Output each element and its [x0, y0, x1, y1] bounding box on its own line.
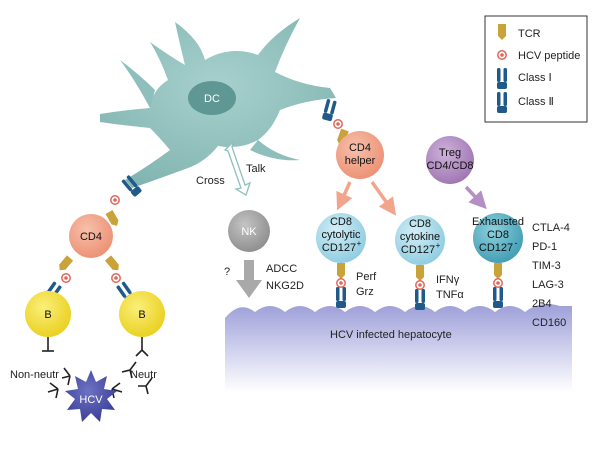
antibodies [42, 337, 153, 399]
dc-nucleus [188, 81, 236, 115]
exhaustion-markers: CTLA-4 PD-1 TIM-3 LAG-3 2B4 CD160 [532, 222, 570, 329]
nkg2d-label: NKG2D [266, 280, 304, 292]
cd4-helper-cell: CD4 helper [336, 131, 384, 179]
b-left-label: B [44, 309, 51, 321]
helper-arrows [336, 180, 397, 216]
legend-class-i-label: Class Ⅰ [518, 72, 552, 84]
b-right-label: B [138, 309, 145, 321]
cd8-cytokine-line3: CD127 [401, 244, 435, 256]
neutr-label: Neutr [130, 369, 157, 381]
cd8-cytolytic-line3: CD127 [322, 242, 356, 254]
cd4-helper-line2: helper [345, 155, 376, 167]
hepatocyte: HCV infected hepatocyte [225, 304, 572, 392]
ifn-label: IFNγ [436, 274, 460, 286]
cd8-exhausted-cell: Exhausted CD8 CD127 - [472, 213, 524, 263]
dc-right-peptide [333, 119, 343, 129]
adcc-label: ADCC [266, 263, 297, 275]
hcv-label: HCV [79, 394, 103, 406]
perf-label: Perf [356, 271, 377, 283]
cd8-cytolytic-line2: cytolytic [321, 229, 361, 241]
treg-line2: CD4/CD8 [426, 160, 473, 172]
cd4-helper-line1: CD4 [349, 142, 371, 154]
tnf-label: TNFα [436, 289, 464, 301]
talk-label: Talk [246, 163, 266, 175]
cd8-cytokine-line2: cytokine [400, 231, 440, 243]
cd8-exhausted-line2: CD8 [487, 229, 509, 241]
cross-talk-arrow [223, 140, 252, 196]
marker-pd1: PD-1 [532, 241, 557, 253]
legend-tcr-label: TCR [518, 28, 541, 40]
legend-peptide-icon [497, 50, 507, 60]
cd8-exhausted-line3: CD127 [479, 242, 513, 254]
marker-2b4: 2B4 [532, 298, 552, 310]
grz-label: Grz [356, 286, 374, 298]
cd8-cytokine-receptors [415, 265, 425, 310]
cd8-cytokine-cell: CD8 cytokine CD127 + [395, 215, 445, 265]
dc-left-peptide [110, 195, 120, 205]
b-cell-right: B [119, 291, 165, 337]
question-label: ? [224, 266, 230, 278]
legend-class-ii-label: Class Ⅱ [518, 96, 554, 108]
treg-arrow [464, 185, 487, 210]
b-cell-left: B [25, 291, 71, 337]
treg-line1: Treg [439, 147, 461, 159]
cd8-cytolytic-line1: CD8 [330, 216, 352, 228]
marker-cd160: CD160 [532, 317, 566, 329]
non-neutr-label: Non-neutr [10, 369, 59, 381]
nk-label: NK [241, 226, 257, 238]
cross-label: Cross [196, 175, 225, 187]
dc-label: DC [204, 93, 220, 105]
nk-arrow [236, 260, 262, 298]
nk-cell: NK [228, 210, 270, 252]
cd8-exhausted-sup: - [515, 238, 518, 248]
marker-ctla4: CTLA-4 [532, 222, 570, 234]
hcv-virus: HCV [65, 370, 117, 422]
cd4-left-label: CD4 [80, 231, 102, 243]
cd8-cytolytic-sup: + [357, 239, 362, 248]
cd8-cytokine-line1: CD8 [409, 218, 431, 230]
cd8-exhausted-line1: Exhausted [472, 216, 524, 228]
cd8-exhausted-receptors [493, 263, 503, 308]
treg-cell: Treg CD4/CD8 [426, 136, 474, 184]
cd8-cytolytic-receptors [336, 263, 346, 308]
cd8-cytolytic-cell: CD8 cytolytic CD127 + [316, 213, 366, 263]
legend-peptide-label: HCV peptide [518, 50, 580, 62]
marker-tim3: TIM-3 [532, 260, 561, 272]
dendritic-cell: DC [100, 18, 336, 188]
marker-lag3: LAG-3 [532, 279, 564, 291]
cd8-cytokine-sup: + [436, 241, 441, 250]
cd4-cell-left: CD4 [69, 214, 113, 258]
hepatocyte-label: HCV infected hepatocyte [330, 329, 452, 341]
legend: TCR HCV peptide Class Ⅰ Class Ⅱ [484, 15, 588, 123]
dc-right-receptor [321, 98, 337, 122]
